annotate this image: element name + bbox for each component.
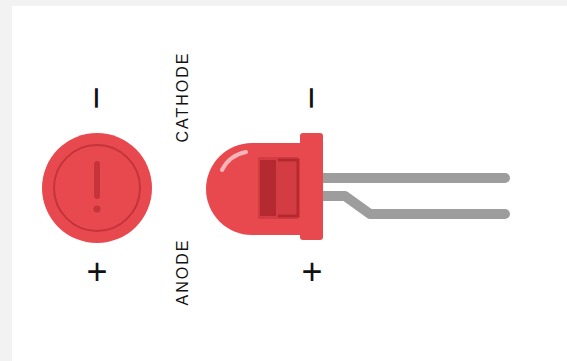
die-area [258, 157, 298, 219]
pin-name: CATHODE [175, 51, 191, 142]
exclamation-dot [94, 206, 101, 213]
anvil [278, 160, 298, 216]
polarity-sign: + [86, 254, 107, 290]
polarity-sign: − [77, 86, 117, 109]
polarity-sign: + [301, 254, 322, 290]
panel-ground [12, 6, 567, 361]
pin-name: ANODE [175, 239, 191, 306]
led-body [206, 143, 306, 235]
polarity-sign: − [292, 86, 332, 109]
symbol-ring [54, 145, 140, 231]
anode-leg [320, 196, 505, 214]
led-symbol [42, 133, 152, 243]
led-flange [300, 133, 323, 240]
exclamation-bar [94, 161, 100, 199]
cathode-leg [320, 173, 505, 183]
highlight [222, 152, 246, 170]
die [260, 160, 276, 216]
